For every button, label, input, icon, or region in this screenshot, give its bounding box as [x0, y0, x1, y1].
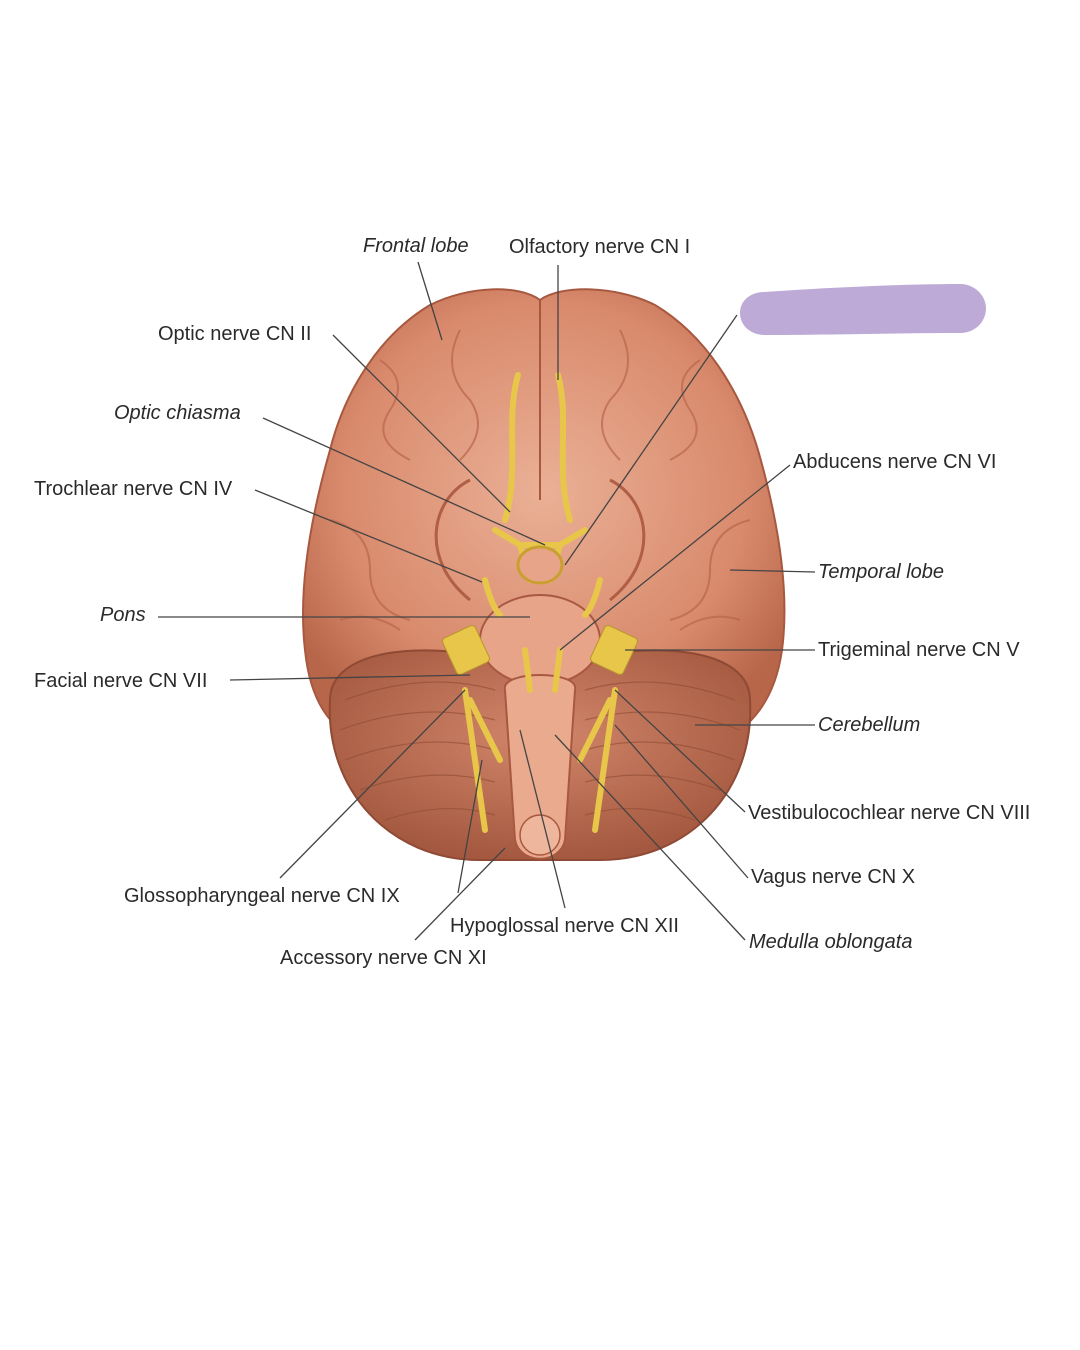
label-hypoglossal-nerve: Hypoglossal nerve CN XII: [450, 915, 679, 937]
label-vestibulocochlear-nerve: Vestibulocochlear nerve CN VIII: [748, 802, 1030, 824]
label-facial-nerve: Facial nerve CN VII: [34, 670, 207, 692]
label-cerebellum: Cerebellum: [818, 714, 920, 736]
label-glossopharyngeal-nerve: Glossopharyngeal nerve CN IX: [124, 885, 400, 907]
label-medulla-oblongata: Medulla oblongata: [749, 931, 912, 953]
label-trigeminal-nerve: Trigeminal nerve CN V: [818, 639, 1020, 661]
label-olfactory-nerve: Olfactory nerve CN I: [509, 236, 690, 258]
leader-lines: [158, 261, 816, 941]
label-abducens-nerve: Abducens nerve CN VI: [793, 451, 996, 473]
label-vagus-nerve: Vagus nerve CN X: [751, 866, 915, 888]
label-optic-chiasma: Optic chiasma: [114, 402, 241, 424]
label-accessory-nerve: Accessory nerve CN XI: [280, 947, 487, 969]
label-temporal-lobe: Temporal lobe: [818, 561, 944, 583]
label-frontal-lobe: Frontal lobe: [363, 235, 469, 257]
label-optic-nerve: Optic nerve CN II: [158, 323, 311, 345]
medulla-shape: [503, 674, 577, 860]
label-pons: Pons: [100, 604, 146, 626]
redacted-label-box: [740, 284, 986, 335]
label-trochlear-nerve: Trochlear nerve CN IV: [34, 478, 233, 500]
